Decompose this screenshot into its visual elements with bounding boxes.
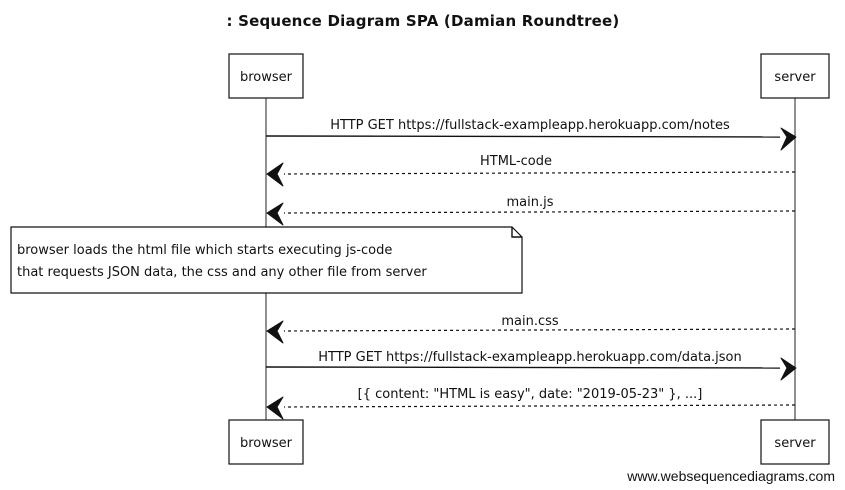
- diagram-title: : Sequence Diagram SPA (Damian Roundtree…: [227, 12, 620, 30]
- participant-server-bottom: server: [760, 419, 830, 465]
- participant-browser-top: browser: [228, 53, 304, 99]
- message-main-js: main.js: [266, 195, 796, 226]
- message-label: main.js: [507, 195, 554, 210]
- message-label: HTTP GET https://fullstack-exampleapp.he…: [330, 118, 730, 133]
- message-json-response: [{ content: "HTML is easy", date: "2019-…: [266, 387, 796, 420]
- message-label: HTTP GET https://fullstack-exampleapp.he…: [318, 350, 742, 365]
- footer-watermark: www.websequencediagrams.com: [626, 468, 835, 484]
- participant-server-label: server: [774, 436, 816, 451]
- note-line-1: browser loads the html file which starts…: [17, 243, 392, 258]
- arrowhead-left: [266, 320, 284, 344]
- arrowhead-right: [780, 127, 797, 151]
- message-label: HTML-code: [480, 154, 552, 169]
- arrowhead-left: [266, 162, 284, 187]
- message-get-notes: HTTP GET https://fullstack-exampleapp.he…: [265, 118, 797, 151]
- arrowhead-left: [266, 396, 284, 420]
- participant-server-top: server: [760, 53, 830, 99]
- message-label: main.css: [501, 314, 559, 329]
- message-label: [{ content: "HTML is easy", date: "2019-…: [358, 387, 703, 402]
- note-box: browser loads the html file which starts…: [10, 226, 523, 294]
- participant-browser-label: browser: [240, 436, 293, 451]
- message-get-data-json: HTTP GET https://fullstack-exampleapp.he…: [265, 350, 797, 381]
- participant-browser-bottom: browser: [228, 419, 304, 465]
- note-line-2: that requests JSON data, the css and any…: [17, 265, 427, 280]
- participant-server-label: server: [774, 70, 816, 85]
- message-main-css: main.css: [266, 314, 796, 344]
- participant-browser-label: browser: [240, 70, 293, 85]
- arrowhead-left: [266, 202, 284, 226]
- arrowhead-right: [780, 357, 797, 381]
- message-html-code: HTML-code: [266, 154, 796, 187]
